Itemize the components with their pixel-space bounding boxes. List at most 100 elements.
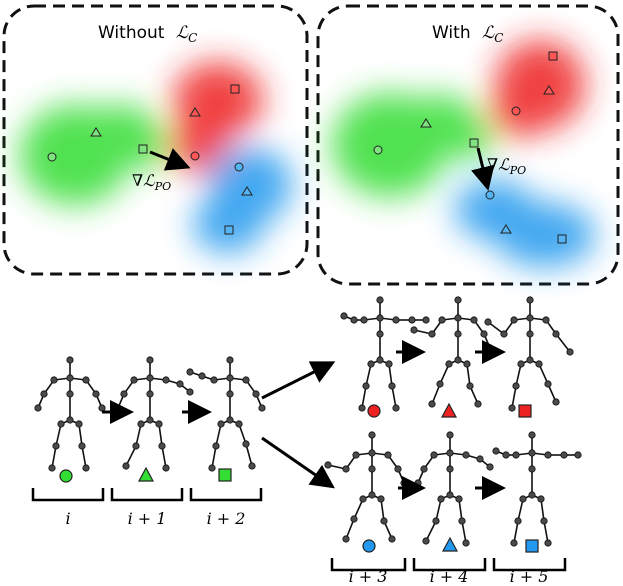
skeleton-bone <box>245 443 253 467</box>
skeleton-joint <box>486 463 494 471</box>
skeleton-joint <box>66 390 74 398</box>
skeleton-joint <box>66 416 74 424</box>
skeleton-joint <box>380 517 388 525</box>
skeleton-bone <box>515 363 522 387</box>
skeleton-joint <box>517 360 525 368</box>
skeleton-joint <box>430 451 438 459</box>
skeleton-joint <box>446 431 454 439</box>
skeleton-figure <box>34 356 106 472</box>
skeleton-joint <box>528 449 536 457</box>
skeleton-joint <box>484 318 492 326</box>
skeleton-joint <box>198 372 206 380</box>
skeleton-joint <box>368 431 376 439</box>
frame-markers <box>59 402 539 553</box>
skeleton-joint <box>358 404 366 412</box>
skeleton-joint <box>242 440 250 448</box>
skeleton-joint <box>158 442 166 450</box>
skeleton-joint <box>526 330 534 338</box>
skeleton-joint <box>492 447 500 455</box>
skeleton-joint <box>130 376 138 384</box>
red-circle-marker <box>190 151 200 161</box>
blue-cluster-blob <box>495 203 595 267</box>
skeleton-joint <box>454 314 462 322</box>
skeleton-joint <box>235 420 243 428</box>
skeleton-joint <box>146 356 154 364</box>
skeleton-joint <box>176 380 184 388</box>
skeleton-joint <box>458 517 466 525</box>
skeleton-bone <box>461 520 467 544</box>
skeleton-joint <box>446 491 454 499</box>
skeleton-joint <box>537 495 545 503</box>
skeleton-joint <box>385 360 393 368</box>
skeleton-joint <box>212 442 220 450</box>
skeleton-joint <box>82 464 90 472</box>
skeleton-joint <box>342 465 350 473</box>
skeleton-joint <box>408 316 416 324</box>
skeleton-joint <box>210 376 218 384</box>
skeleton-joint <box>470 316 478 324</box>
skeleton-joint <box>414 479 422 487</box>
skeleton-joint <box>394 465 402 473</box>
skeleton-joint <box>560 451 568 459</box>
red-circle-marker <box>511 106 521 116</box>
skeleton-joint <box>186 388 194 396</box>
skeleton-bone <box>51 445 57 469</box>
frame-marker-green-triangle <box>137 466 155 482</box>
skeleton-joint <box>422 316 430 324</box>
skeleton-joint <box>324 461 332 469</box>
frame-label-i4: i + 4 <box>430 567 469 586</box>
green-square-marker <box>138 144 148 154</box>
skeleton-joint <box>226 416 234 424</box>
skeleton-joint <box>360 316 368 324</box>
skeleton-joint <box>480 330 488 338</box>
skeleton-joint <box>376 314 384 322</box>
skeleton-bone <box>55 423 62 447</box>
skeleton-joint <box>510 539 518 547</box>
skeleton-joint <box>526 314 534 322</box>
bracket-i2 <box>189 488 263 502</box>
skeleton-joint <box>526 296 534 304</box>
skeleton-joint <box>252 390 260 398</box>
skeleton-joint <box>48 464 56 472</box>
skeleton-joint <box>476 455 484 463</box>
skeleton-joint <box>352 451 360 459</box>
skeleton-joint <box>528 431 536 439</box>
skeleton-bone <box>425 520 437 542</box>
skeleton-bone <box>135 423 142 447</box>
skeleton-joint <box>75 420 83 428</box>
skeleton-joint <box>462 451 470 459</box>
skeleton-joint <box>122 462 130 470</box>
skeleton-joint <box>146 374 154 382</box>
green-circle-marker <box>47 152 57 162</box>
frame-marker-red-circle <box>367 404 381 418</box>
skeleton-bone <box>361 385 367 409</box>
frame-label-i: i <box>65 509 70 528</box>
frame-marker-blue-circle <box>362 539 376 553</box>
frame-marker-blue-square <box>525 539 539 553</box>
blue-circle-marker <box>234 162 244 172</box>
blobs-left <box>20 62 292 253</box>
skeleton-joint <box>420 465 428 473</box>
skeleton-joint <box>146 390 154 398</box>
skeleton-joint <box>57 420 65 428</box>
skeleton-joint <box>544 380 552 388</box>
skeleton-bone <box>511 385 517 409</box>
gradient-arrow-right <box>471 147 495 191</box>
arrow-branch-up <box>261 361 336 400</box>
gradient-label-right: ∇ℒPO <box>487 155 526 177</box>
skeleton-joint <box>120 390 128 398</box>
bracket-i <box>31 488 105 502</box>
skeleton-bone <box>555 333 571 353</box>
skeleton-joint <box>376 296 384 304</box>
skeleton-joint <box>474 400 482 408</box>
skeleton-joint <box>217 420 225 428</box>
frame-marker-green-square <box>218 468 232 482</box>
frame-marker-red-square <box>518 404 532 418</box>
skeleton-bone <box>125 445 137 467</box>
skeleton-joint <box>574 451 582 459</box>
skeleton-joint <box>208 464 216 472</box>
skeleton-bone <box>439 363 450 385</box>
skeleton-figure <box>114 356 194 472</box>
skeleton-joint <box>466 382 474 390</box>
